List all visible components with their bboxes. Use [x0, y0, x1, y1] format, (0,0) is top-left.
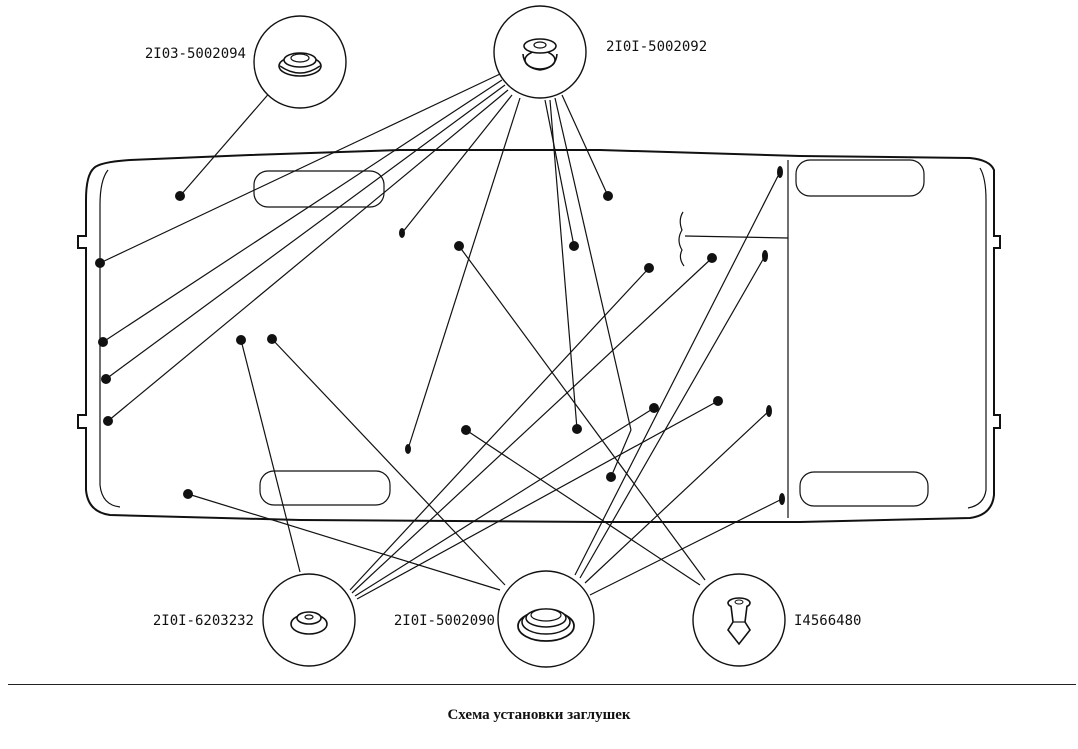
- plug-point: [779, 493, 785, 505]
- plug-point: [713, 396, 723, 406]
- plug-point: [399, 228, 405, 238]
- fuel-tank-line: [684, 235, 789, 239]
- plug-small-icon: [290, 611, 328, 635]
- part-label-p2: 2I0I-5002092: [606, 39, 707, 55]
- part-label-p3: 2I0I-6203232: [153, 613, 254, 629]
- callout-2103-5002094: 2I03-5002094: [145, 15, 347, 109]
- part-label-p5: I4566480: [794, 613, 861, 629]
- plug-installation-diagram: 2I03-5002094 2I0I-5002092 2I0I-6203232: [77, 5, 1001, 668]
- plug-point: [603, 191, 613, 201]
- part-label-p4: 2I0I-5002090: [394, 613, 495, 629]
- plug-ring-icon: [517, 608, 575, 642]
- plug-point: [267, 334, 277, 344]
- plug-point: [606, 472, 616, 482]
- plug-point: [98, 337, 108, 347]
- plug-point: [236, 335, 246, 345]
- callout-2101-5002092: 2I0I-5002092: [493, 5, 707, 99]
- plug-point: [572, 424, 582, 434]
- filler-bracket: [678, 211, 685, 267]
- leader-lines: [99, 73, 783, 600]
- plug-point: [95, 258, 105, 268]
- part-label-p1: 2I03-5002094: [145, 46, 246, 62]
- plug-point: [103, 416, 113, 426]
- plug-point: [762, 250, 768, 262]
- opening-front-left: [253, 170, 385, 208]
- plug-point: [766, 405, 772, 417]
- figure-caption: Схема установки заглушек: [447, 707, 631, 723]
- plug-point: [461, 425, 471, 435]
- plug-points: [95, 166, 785, 505]
- plug-point: [649, 403, 659, 413]
- callout-2101-5002090: 2I0I-5002090: [394, 570, 595, 668]
- caption-divider: [8, 684, 1076, 685]
- plug-point: [183, 489, 193, 499]
- plug-point: [569, 241, 579, 251]
- opening-front-right: [259, 470, 391, 506]
- push-clip-icon: [727, 597, 751, 646]
- plug-point: [644, 263, 654, 273]
- plug-point: [707, 253, 717, 263]
- plug-point: [175, 191, 185, 201]
- opening-rear-right: [799, 471, 929, 507]
- opening-rear-left: [795, 159, 925, 197]
- plug-point: [777, 166, 783, 178]
- plug-point: [405, 444, 411, 454]
- plug-point: [454, 241, 464, 251]
- car-body-outline: [77, 149, 1001, 523]
- plug-point: [101, 374, 111, 384]
- body-openings: [253, 159, 929, 507]
- plug-cap-icon: [522, 38, 558, 71]
- callout-14566480: I4566480: [692, 573, 861, 667]
- plug-flat-icon: [278, 52, 322, 77]
- callout-2101-6203232: 2I0I-6203232: [153, 573, 356, 667]
